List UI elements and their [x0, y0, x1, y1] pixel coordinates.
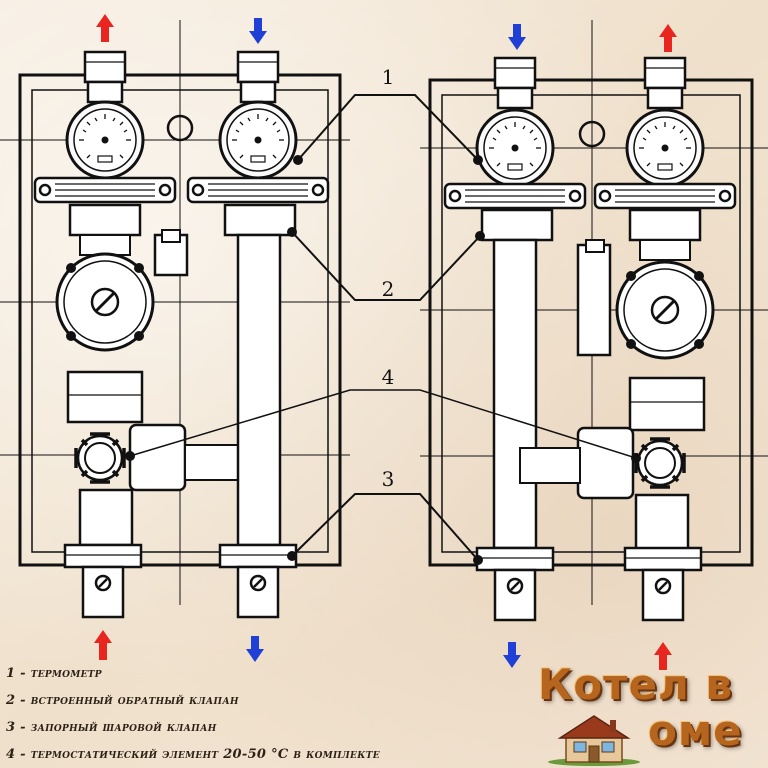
- left-return-column: [186, 50, 330, 619]
- cold-arrow-down-icon: [503, 642, 521, 668]
- house-icon: [548, 715, 640, 766]
- thermometer-gauge: [65, 100, 145, 180]
- legend-item-check-valve: 2 - встроенный обратный клапан: [6, 693, 239, 708]
- hot-arrow-up-icon: [94, 630, 112, 660]
- left-supply-column: [33, 50, 246, 619]
- logo-text-line1: Котел в: [538, 660, 733, 709]
- right-supply-column: [519, 56, 737, 622]
- thermometer-gauge: [625, 108, 705, 188]
- mixing-valve: [634, 437, 686, 489]
- legend-item-thermostatic-element: 4 - термостатический элемент 20-50 °C в …: [6, 747, 380, 762]
- left-centerlines: [0, 20, 350, 605]
- legend-item-thermometer: 1 - термометр: [6, 666, 102, 681]
- circulation-pump: [55, 252, 155, 352]
- site-logo: Котел в оме: [532, 660, 768, 768]
- logo-text-line2: оме: [648, 706, 743, 755]
- mixing-valve: [74, 432, 126, 484]
- right-return-column: [443, 56, 587, 622]
- left-mounting-frame: [18, 73, 342, 567]
- cold-arrow-down-icon: [246, 636, 264, 662]
- cold-arrow-down-icon: [249, 18, 267, 44]
- flow-arrows: [94, 14, 677, 670]
- legend: 1 - термометр 2 - встроенный обратный кл…: [6, 660, 506, 768]
- hot-arrow-up-icon: [659, 24, 677, 52]
- hot-arrow-up-icon: [654, 642, 672, 670]
- callout-2: 2: [382, 277, 395, 301]
- callout-3: 3: [382, 467, 395, 491]
- circulation-pump: [615, 260, 715, 360]
- thermometer-gauge: [218, 100, 298, 180]
- leader-lines: [125, 94, 641, 565]
- callout-1: 1: [382, 65, 395, 89]
- thermometer-gauge: [475, 108, 555, 188]
- hot-arrow-up-icon: [96, 14, 114, 42]
- cold-arrow-down-icon: [508, 24, 526, 50]
- callout-4: 4: [382, 365, 395, 389]
- legend-item-ball-valve: 3 - запорный шаровой клапан: [6, 720, 217, 735]
